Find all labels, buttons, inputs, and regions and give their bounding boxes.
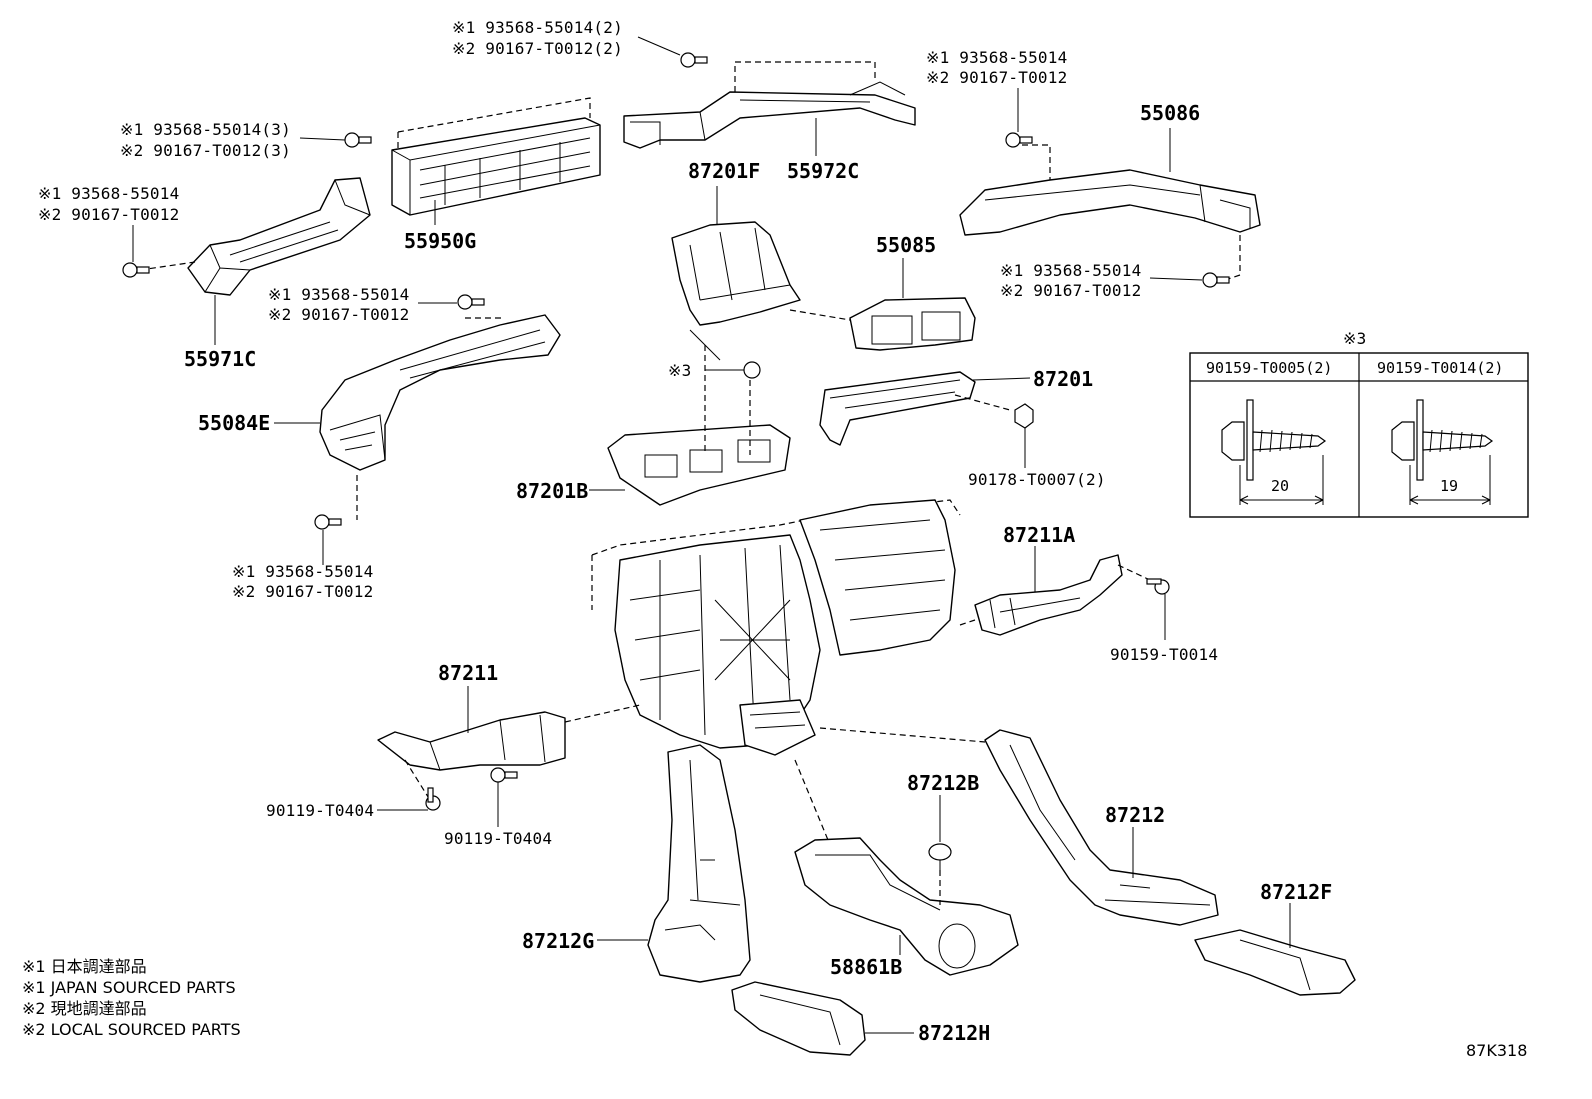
part-87211-drawing bbox=[377, 704, 641, 801]
fastener-left-duct-line2: ※2 90167-T0012 bbox=[38, 205, 180, 224]
legend-line-4: ※2 LOCAL SOURCED PARTS bbox=[22, 1020, 241, 1039]
bolt-55084E-bottom bbox=[314, 514, 342, 530]
fastener-upper-left-line1: ※1 93568-55014(3) bbox=[120, 120, 291, 139]
part-55086-drawing bbox=[959, 144, 1261, 281]
fastener-right-bottom-line1: ※1 93568-55014 bbox=[1000, 261, 1142, 280]
ref-table bbox=[1189, 352, 1529, 518]
part-label-87201F: 87201F bbox=[688, 159, 761, 183]
fastener-55084E-bottom-line2: ※2 90167-T0012 bbox=[232, 582, 374, 601]
leader-lines bbox=[132, 36, 1291, 1034]
fastener-upper-left-line2: ※2 90167-T0012(3) bbox=[120, 141, 291, 160]
bolt-90119-b bbox=[490, 767, 518, 783]
screw-90159-label: 90159-T0014 bbox=[1110, 645, 1219, 664]
fastener-top-center-line1: ※1 93568-55014(2) bbox=[452, 18, 623, 37]
nut-90178 bbox=[1014, 403, 1034, 429]
bolt-55084E-top bbox=[457, 294, 485, 310]
fastener-right-top-line1: ※1 93568-55014 bbox=[926, 48, 1068, 67]
part-label-58861B: 58861B bbox=[830, 955, 903, 979]
fastener-right-bottom-line2: ※2 90167-T0012 bbox=[1000, 281, 1142, 300]
bolt-left-duct bbox=[122, 262, 150, 278]
fastener-right-top-line2: ※2 90167-T0012 bbox=[926, 68, 1068, 87]
fastener-top-center-line2: ※2 90167-T0012(2) bbox=[452, 39, 623, 58]
bolt-right-top bbox=[1005, 132, 1033, 148]
ref-table-dimension-2: 19 bbox=[1440, 477, 1459, 495]
bolt-90119-b-label: 90119-T0404 bbox=[444, 829, 553, 848]
legend-line-2: ※1 JAPAN SOURCED PARTS bbox=[22, 978, 236, 997]
ref-table-header-1: 90159-T0005(2) bbox=[1206, 359, 1333, 377]
part-58861B-drawing bbox=[794, 759, 1019, 976]
part-label-87201B: 87201B bbox=[516, 479, 589, 503]
screw-ref3 bbox=[743, 361, 761, 379]
part-87212G-drawing bbox=[647, 744, 751, 983]
fastener-55084E-top-line2: ※2 90167-T0012 bbox=[268, 305, 410, 324]
part-label-87212G: 87212G bbox=[522, 929, 595, 953]
part-label-55084E: 55084E bbox=[198, 411, 271, 435]
screw-90159 bbox=[1146, 578, 1170, 595]
part-55971C-drawing bbox=[139, 177, 371, 296]
nut-90178-label: 90178-T0007(2) bbox=[968, 470, 1106, 489]
clip-87212B bbox=[928, 843, 952, 870]
part-label-87211A: 87211A bbox=[1003, 523, 1076, 547]
diagram-id: 87K318 bbox=[1466, 1041, 1528, 1060]
part-55084E-drawing bbox=[319, 314, 561, 520]
part-label-87212F: 87212F bbox=[1260, 880, 1333, 904]
part-87212H-drawing bbox=[731, 981, 866, 1056]
bolt-90119-a-label: 90119-T0404 bbox=[266, 801, 375, 820]
part-55085-drawing bbox=[789, 297, 976, 351]
legend-line-3: ※2 現地調達部品 bbox=[22, 999, 147, 1018]
bolt-right-bottom bbox=[1202, 272, 1230, 288]
ref-table-header-2: 90159-T0014(2) bbox=[1377, 359, 1504, 377]
ref-table-dimension-1: 20 bbox=[1271, 477, 1290, 495]
bolt-upper-left bbox=[344, 132, 372, 148]
part-label-87212B: 87212B bbox=[907, 771, 980, 795]
fastener-55084E-bottom-line1: ※1 93568-55014 bbox=[232, 562, 374, 581]
part-87201B-drawing bbox=[607, 345, 791, 506]
part-87201-drawing bbox=[819, 371, 1011, 446]
part-label-87212: 87212 bbox=[1105, 803, 1166, 827]
hvac-unit-drawing bbox=[591, 499, 961, 756]
part-label-55085: 55085 bbox=[876, 233, 937, 257]
screw-90159-T0014-icon bbox=[1391, 399, 1494, 505]
part-label-55972C: 55972C bbox=[787, 159, 860, 183]
part-label-55086: 55086 bbox=[1140, 101, 1201, 125]
part-87211A-drawing bbox=[959, 554, 1151, 636]
fastener-ref3-label: ※3 bbox=[668, 361, 692, 380]
screw-90159-T0005-icon bbox=[1221, 399, 1327, 505]
legend-line-1: ※1 日本調達部品 bbox=[22, 957, 147, 976]
fastener-55084E-top-line1: ※1 93568-55014 bbox=[268, 285, 410, 304]
bolt-90119-a bbox=[425, 787, 441, 811]
part-55972C-drawing bbox=[623, 61, 916, 149]
part-label-87211: 87211 bbox=[438, 661, 499, 685]
part-label-87212H: 87212H bbox=[918, 1021, 991, 1045]
ref-table-title: ※3 bbox=[1343, 329, 1367, 348]
part-label-55971C: 55971C bbox=[184, 347, 257, 371]
fastener-left-duct-line1: ※1 93568-55014 bbox=[38, 184, 180, 203]
part-87201F-drawing bbox=[671, 221, 801, 361]
part-87212-drawing bbox=[819, 727, 1219, 926]
part-label-55950G: 55950G bbox=[404, 229, 477, 253]
bolt-top-center bbox=[680, 52, 708, 68]
part-87212F-drawing bbox=[1194, 929, 1356, 996]
part-55950G-drawing bbox=[391, 97, 601, 216]
part-label-87201: 87201 bbox=[1033, 367, 1094, 391]
